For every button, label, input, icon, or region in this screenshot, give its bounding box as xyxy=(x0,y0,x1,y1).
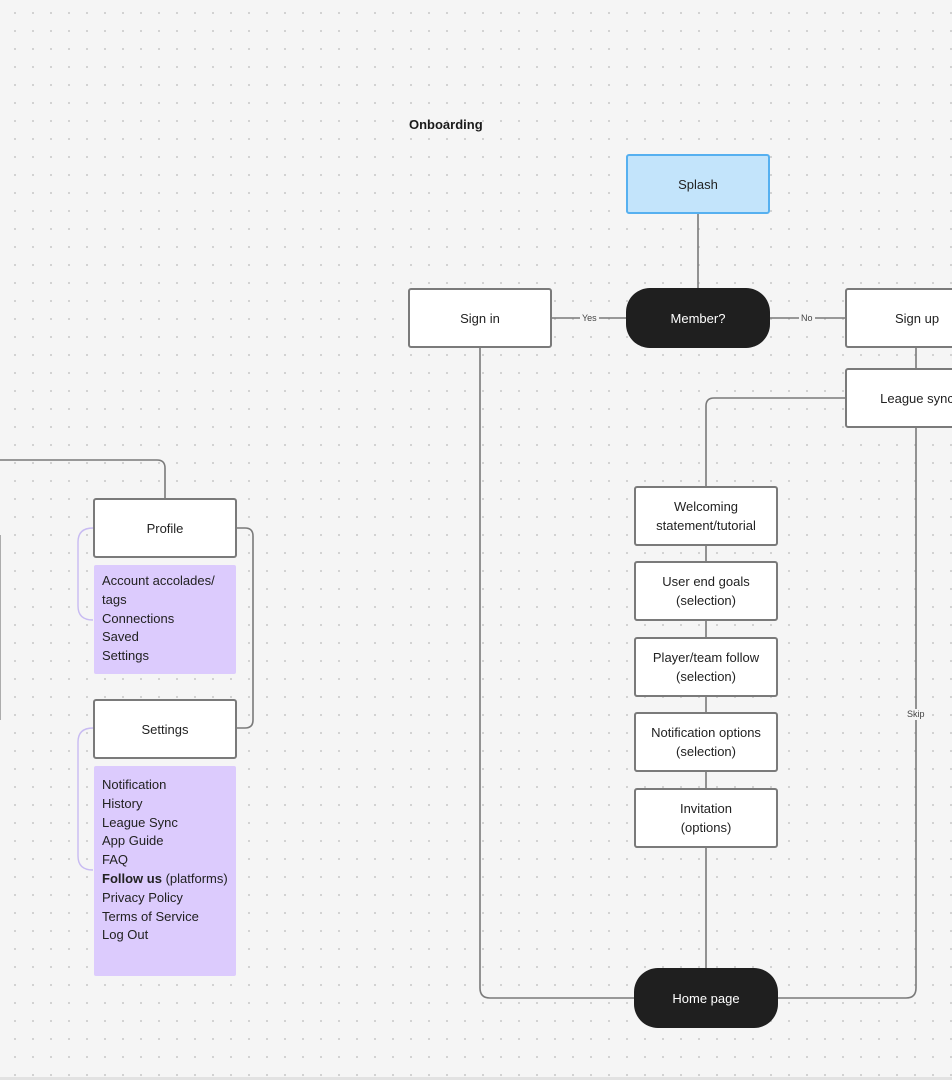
skip-edge-label: Skip xyxy=(905,709,927,720)
settings-note-follow-item: Follow us (platforms) xyxy=(102,870,228,889)
profile-note-item: Settings xyxy=(102,648,149,664)
welcoming-line-1: Welcoming xyxy=(673,499,739,514)
settings-note-item: Log Out xyxy=(102,927,149,943)
signin-to-home-line xyxy=(479,348,634,999)
settings-note-item: League Sync xyxy=(102,814,178,830)
no-edge-label: No xyxy=(799,313,815,324)
user-goals-line-1: User end goals xyxy=(662,574,750,589)
settings-note: Notification History League Sync App Gui… xyxy=(94,766,236,976)
profile-note-item: Account accolades/ xyxy=(102,573,215,588)
notification-options-line-1: Notification options xyxy=(651,725,761,740)
settings-note-item: Privacy Policy xyxy=(102,889,183,905)
settings-note-item: Notification xyxy=(102,777,167,792)
profile-node[interactable]: Profile xyxy=(93,498,237,558)
invitation-node[interactable]: Invitation (options) xyxy=(634,788,778,848)
profile-settings-bracket xyxy=(237,527,254,729)
canvas-bottom-edge xyxy=(0,1077,952,1080)
league-to-welcoming-line xyxy=(705,397,845,486)
welcoming-line-2: statement/tutorial xyxy=(656,518,756,533)
league-sync-node[interactable]: League sync xyxy=(845,368,952,428)
profile-note-bracket xyxy=(77,527,94,621)
settings-node[interactable]: Settings xyxy=(93,699,237,759)
user-goals-node[interactable]: User end goals (selection) xyxy=(634,561,778,621)
settings-note-item: History xyxy=(102,795,143,811)
splash-node[interactable]: Splash xyxy=(626,154,770,214)
profile-note-item: Connections xyxy=(102,610,175,626)
settings-note-item: Terms of Service xyxy=(102,908,199,924)
invitation-line-1: Invitation xyxy=(679,801,733,816)
profile-note-item: Saved xyxy=(102,629,139,645)
settings-note-bracket xyxy=(77,727,94,871)
sign-up-node[interactable]: Sign up xyxy=(845,288,952,348)
follow-us-rest: (platforms) xyxy=(161,870,228,886)
player-follow-line-2: (selection) xyxy=(676,669,736,684)
notification-options-node[interactable]: Notification options (selection) xyxy=(634,712,778,772)
top-branch-to-profile-line xyxy=(0,459,166,498)
profile-note-item: tags xyxy=(102,591,127,607)
notification-options-line-2: (selection) xyxy=(676,744,736,759)
welcoming-node[interactable]: Welcoming statement/tutorial xyxy=(634,486,778,546)
yes-edge-label: Yes xyxy=(580,313,599,324)
player-follow-node[interactable]: Player/team follow (selection) xyxy=(634,637,778,697)
settings-note-item: FAQ xyxy=(102,852,129,868)
section-title: Onboarding xyxy=(409,117,483,132)
settings-note-item: App Guide xyxy=(102,833,164,849)
follow-us-bold: Follow us xyxy=(102,870,162,886)
player-follow-line-1: Player/team follow xyxy=(652,650,760,665)
invitation-line-2: (options) xyxy=(680,820,732,835)
league-skip-to-home-line xyxy=(778,428,917,999)
sign-in-node[interactable]: Sign in xyxy=(408,288,552,348)
member-decision-node[interactable]: Member? xyxy=(626,288,770,348)
user-goals-line-2: (selection) xyxy=(676,593,736,608)
profile-note: Account accolades/ tags Connections Save… xyxy=(94,565,236,674)
home-page-node[interactable]: Home page xyxy=(634,968,778,1028)
